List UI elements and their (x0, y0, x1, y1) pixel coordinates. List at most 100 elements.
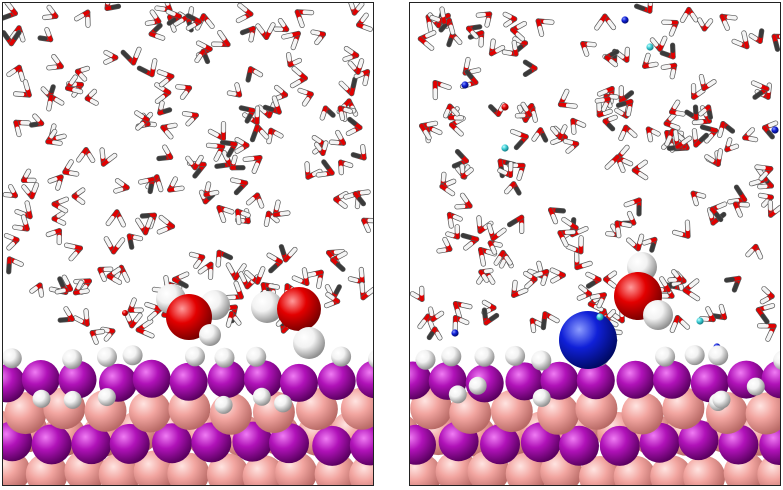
water-molecule (745, 243, 764, 260)
water-bond (230, 178, 242, 184)
surface-atom-purple (356, 360, 373, 399)
water-bond (460, 303, 472, 309)
water-bond (348, 276, 359, 283)
surface-atom-purple (505, 362, 544, 401)
water-molecule (432, 79, 452, 101)
water-molecule (289, 65, 308, 89)
water-molecule (160, 122, 178, 140)
water-bond (480, 254, 486, 266)
water-molecule (51, 210, 67, 226)
water-bond (292, 276, 303, 283)
water-molecule (135, 318, 155, 339)
water-bond (192, 168, 202, 178)
water-bond (366, 287, 373, 296)
water-bond (446, 179, 456, 186)
surface-atom-pink (168, 388, 211, 430)
water-molecule (649, 35, 668, 52)
water-bond (512, 40, 517, 51)
water-bond (92, 335, 99, 345)
water-bond (673, 130, 679, 142)
surface-hydrogen (773, 350, 780, 370)
water-bond (609, 49, 619, 57)
water-bond (550, 126, 559, 135)
water-bond (146, 217, 153, 228)
water-molecule (451, 149, 470, 169)
water-bond (170, 177, 178, 187)
water-molecule (63, 242, 84, 262)
water-molecule (563, 138, 580, 154)
water-bond (155, 6, 166, 11)
water-bond (235, 137, 244, 145)
water-bond (727, 198, 740, 204)
surface-hydrogen (32, 389, 51, 408)
water-bond (726, 137, 732, 147)
water-molecule (123, 310, 143, 329)
water-bond (32, 182, 39, 193)
water-molecule (438, 17, 456, 36)
water-molecule (631, 159, 649, 181)
water-molecule (445, 224, 461, 240)
surface-atom-pink (128, 390, 171, 433)
water-bond (503, 12, 512, 19)
water-bond (338, 191, 348, 199)
water-bond (555, 208, 566, 213)
water-bond (484, 268, 493, 274)
water-bond (670, 322, 677, 333)
water-molecule (417, 313, 436, 332)
water-molecule (319, 105, 336, 121)
water-molecule (426, 326, 443, 341)
water-bond (189, 252, 199, 258)
water-molecule (226, 82, 243, 98)
water-bond (29, 286, 38, 294)
water-bond (55, 134, 66, 140)
water-bond (485, 17, 491, 27)
water-bond (8, 184, 15, 194)
water-molecule (103, 236, 126, 255)
water-molecule (345, 116, 363, 136)
water-bond (765, 330, 773, 342)
water-bond (425, 30, 436, 38)
water-molecule (54, 274, 74, 295)
water-bond (188, 7, 194, 17)
small-ion-blue (461, 81, 469, 89)
water-bond (347, 117, 357, 126)
water-bond (601, 102, 608, 112)
water-bond (48, 177, 58, 183)
water-molecule (724, 137, 740, 153)
water-bond (339, 111, 345, 121)
water-bond (472, 24, 482, 30)
water-bond (49, 129, 57, 139)
water-molecule (487, 240, 503, 255)
water-molecule (488, 38, 506, 57)
water-bond (316, 172, 328, 177)
water-bond (182, 111, 193, 117)
water-bond (214, 163, 226, 169)
water-bond (89, 89, 97, 97)
water-bond (305, 161, 310, 173)
water-bond (454, 36, 462, 45)
small-ion-cyan (501, 144, 509, 152)
water-molecule (99, 147, 118, 167)
water-molecule (138, 176, 156, 195)
water-molecule (214, 150, 233, 169)
water-bond (426, 121, 438, 127)
water-bond (766, 130, 775, 139)
water-bond (13, 30, 21, 40)
water-bond (12, 225, 23, 231)
water-bond (465, 167, 474, 176)
water-molecule (197, 261, 214, 280)
water-molecule (245, 192, 265, 209)
water-molecule (427, 306, 445, 322)
water-bond (258, 266, 265, 278)
water-molecule (333, 191, 349, 209)
water-bond (106, 215, 115, 226)
water-bond (460, 193, 469, 203)
water-bond (115, 178, 125, 187)
water-molecule (20, 168, 37, 183)
water-molecule (667, 269, 683, 283)
water-molecule (71, 187, 86, 205)
water-molecule (580, 40, 597, 57)
surface-atom-pink (209, 392, 252, 435)
water-bond (525, 280, 533, 289)
water-bond (100, 148, 105, 159)
